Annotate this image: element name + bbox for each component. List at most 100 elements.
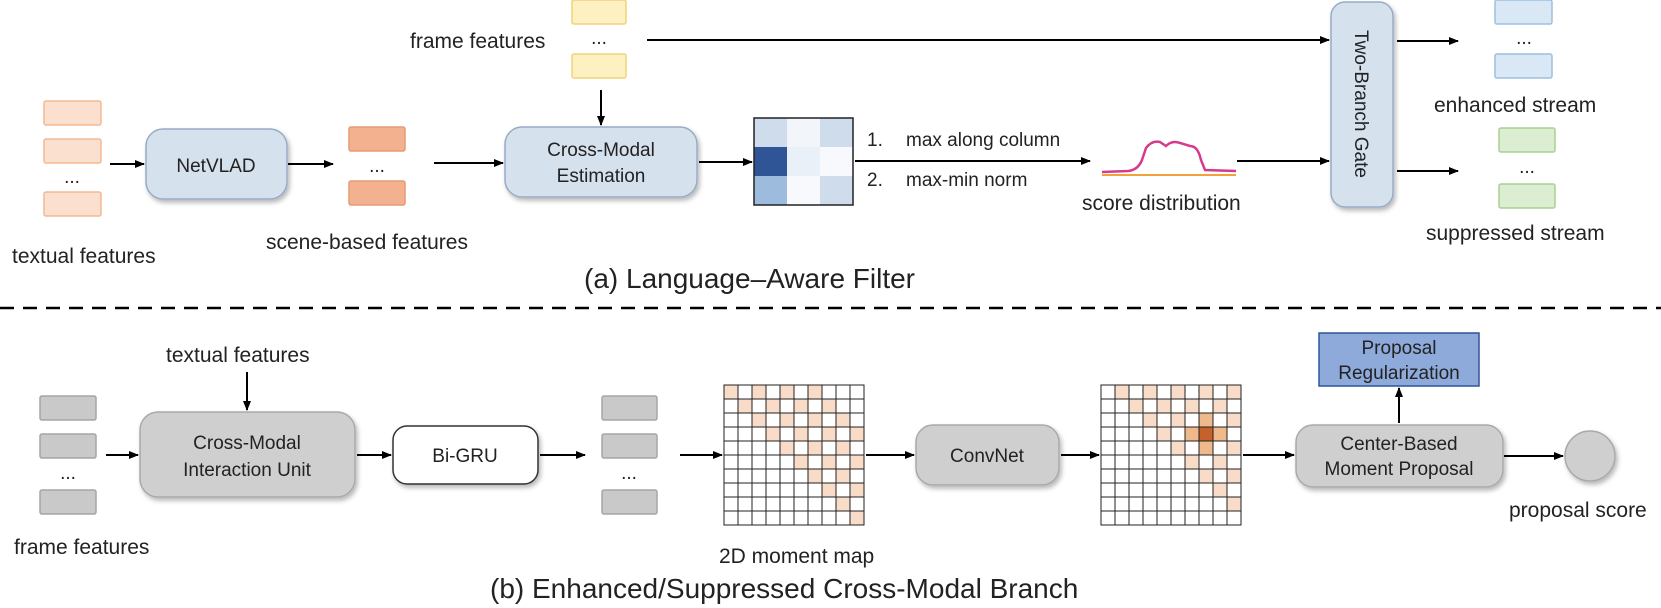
bigru-label: Bi-GRU <box>432 446 497 467</box>
moment-cell <box>1226 482 1242 498</box>
moment-cell <box>1184 440 1200 456</box>
interaction-unit-line2: Interaction Unit <box>183 460 312 481</box>
moment-cell <box>1212 384 1228 400</box>
moment-map-label: 2D moment map <box>719 545 874 568</box>
moment-cell <box>1142 496 1158 512</box>
moment-cell <box>723 482 739 498</box>
moment-cell <box>807 398 823 414</box>
netvlad-label: NetVLAD <box>176 156 255 177</box>
moment-cell <box>835 510 851 526</box>
moment-cell <box>1184 412 1200 428</box>
moment-cell <box>807 454 823 470</box>
suppressed-ellipsis: ... <box>1519 157 1535 178</box>
moment-cell <box>1128 482 1144 498</box>
textual-features-label: textual features <box>12 245 156 268</box>
moment-cell <box>1170 482 1186 498</box>
moment-cell <box>1184 454 1200 470</box>
moment-cell <box>1100 454 1116 470</box>
moment-cell <box>1142 482 1158 498</box>
moment-cell <box>793 440 809 456</box>
moment-cell <box>723 384 739 400</box>
moment-map-grid <box>723 384 865 526</box>
proposal-regularization-node <box>1318 332 1480 387</box>
moment-cell <box>1128 440 1144 456</box>
moment-cell <box>807 440 823 456</box>
moment-cell <box>1100 510 1116 526</box>
sim-cell <box>820 118 853 147</box>
textual-feature-block <box>43 138 102 164</box>
moment-cell <box>723 398 739 414</box>
moment-cell <box>793 412 809 428</box>
moment-cell <box>1212 454 1228 470</box>
moment-cell <box>807 468 823 484</box>
convnet-label: ConvNet <box>950 446 1025 467</box>
moment-cell <box>1226 454 1242 470</box>
moment-cell <box>807 426 823 442</box>
frame-features-bottom-ellipsis: ... <box>60 463 76 484</box>
moment-cell <box>1100 468 1116 484</box>
moment-cell <box>779 412 795 428</box>
moment-cell <box>765 482 781 498</box>
moment-cell <box>1156 426 1172 442</box>
bigru-node <box>392 425 539 485</box>
moment-cell <box>1100 412 1116 428</box>
moment-cell <box>835 440 851 456</box>
moment-cell <box>765 440 781 456</box>
moment-cell <box>723 468 739 484</box>
moment-cell <box>1198 482 1214 498</box>
moment-proposal-line1: Center-Based <box>1340 434 1457 455</box>
moment-cell <box>737 510 753 526</box>
moment-cell <box>737 482 753 498</box>
scene-features-label: scene-based features <box>266 231 468 254</box>
moment-cell <box>779 454 795 470</box>
moment-cell <box>821 384 837 400</box>
moment-cell <box>1226 398 1242 414</box>
moment-cell <box>779 440 795 456</box>
moment-cell <box>1212 426 1228 442</box>
moment-cell <box>737 426 753 442</box>
moment-cell <box>1114 496 1130 512</box>
moment-cell <box>1142 468 1158 484</box>
moment-cell <box>1198 412 1214 428</box>
moment-cell <box>1184 398 1200 414</box>
moment-cell <box>1156 440 1172 456</box>
gray-feature-block <box>601 433 658 459</box>
textual-feature-block <box>43 100 102 126</box>
moment-cell <box>835 398 851 414</box>
moment-cell <box>1212 398 1228 414</box>
textual-feature-block <box>43 191 102 217</box>
score-distribution-label: score distribution <box>1082 192 1241 215</box>
cross-modal-estimation-node <box>504 126 698 198</box>
moment-cell <box>1128 510 1144 526</box>
moment-cell <box>1156 496 1172 512</box>
frame-features-ellipsis: ... <box>591 28 607 49</box>
moment-cell <box>821 398 837 414</box>
sim-cell <box>754 147 787 176</box>
moment-cell <box>737 440 753 456</box>
moment-cell <box>1198 496 1214 512</box>
moment-cell <box>821 454 837 470</box>
interaction-unit-node <box>139 411 356 498</box>
moment-cell <box>1226 412 1242 428</box>
sim-cell <box>787 176 820 205</box>
moment-cell <box>835 482 851 498</box>
moment-cell <box>723 426 739 442</box>
moment-cell <box>807 384 823 400</box>
moment-cell <box>1170 398 1186 414</box>
moment-cell <box>1142 398 1158 414</box>
moment-cell <box>1142 454 1158 470</box>
moment-cell <box>1226 384 1242 400</box>
moment-cell <box>1156 482 1172 498</box>
moment-cell <box>1156 454 1172 470</box>
moment-cell <box>751 440 767 456</box>
gray-feature-block <box>39 433 97 459</box>
moment-cell <box>1226 468 1242 484</box>
enhanced-ellipsis: ... <box>1516 28 1532 49</box>
gru-output-features: ... <box>601 395 658 515</box>
score-distribution-plot: score distribution <box>1082 140 1241 215</box>
score-curve <box>1101 140 1237 174</box>
scene-feature-block <box>348 180 406 206</box>
moment-cell <box>1114 440 1130 456</box>
moment-cell <box>821 496 837 512</box>
moment-cell <box>737 398 753 414</box>
